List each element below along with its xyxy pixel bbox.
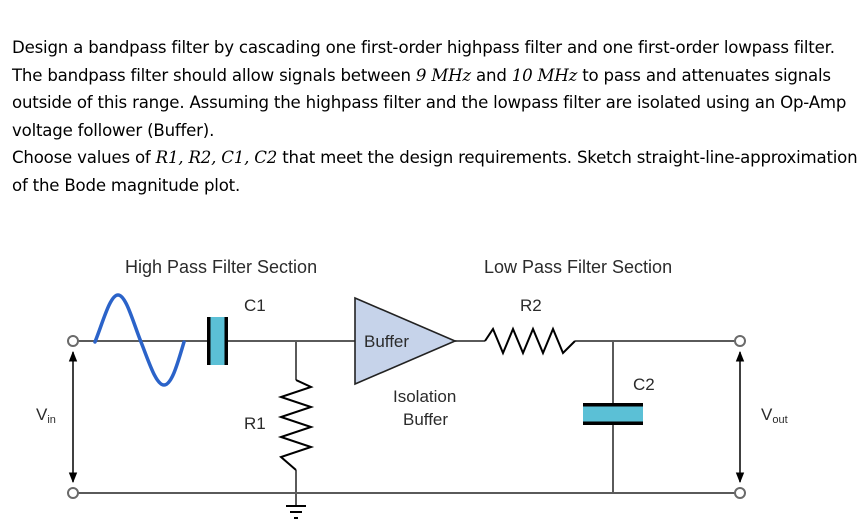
vin-label-main: V (36, 405, 48, 424)
capacitor-c2 (583, 403, 643, 425)
problem-text-2b: that meet the design requirements. Sketc… (12, 148, 858, 195)
vin-label: Vin (36, 405, 56, 426)
vout-label-sub: out (772, 414, 787, 426)
problem-statement: Design a bandpass filter by cascading on… (12, 34, 862, 199)
vout-label: Vout (761, 405, 788, 426)
c1-label: C1 (244, 296, 266, 315)
freq-high: 10 MHz (511, 65, 578, 85)
hp-section-label: High Pass Filter Section (125, 257, 317, 277)
problem-text-1b: and (470, 65, 512, 85)
vout-top-terminal (734, 335, 746, 347)
resistor-r1 (277, 379, 315, 471)
r1-label: R1 (244, 414, 266, 433)
ac-signal-wave-icon (93, 293, 186, 387)
buffer-opamp (354, 296, 458, 386)
isolation-buffer-label-line2: Buffer (403, 410, 448, 429)
vin-label-sub: in (47, 414, 56, 426)
problem-text-1c: to pass and attenuates signals outside o… (12, 65, 847, 140)
problem-text-1a: Design a bandpass filter by cascading on… (12, 38, 835, 85)
bandpass-circuit-diagram: High Pass Filter Section Low Pass Filter… (36, 257, 788, 519)
vin-bottom-terminal (67, 487, 79, 499)
terminals (67, 335, 746, 499)
lp-section-label: Low Pass Filter Section (484, 257, 672, 277)
freq-low: 9 MHz (415, 65, 471, 85)
isolation-buffer-label-line1: Isolation (393, 387, 456, 406)
vin-top-terminal (67, 335, 79, 347)
problem-paragraph-1: Design a bandpass filter by cascading on… (12, 34, 862, 144)
capacitor-c1 (207, 317, 228, 365)
ground-icon (286, 505, 306, 519)
c2-label: C2 (633, 375, 655, 394)
problem-text-2a: Choose values of (12, 148, 156, 167)
buffer-label: Buffer (364, 332, 409, 351)
vout-label-main: V (761, 405, 773, 424)
problem-paragraph-2: Choose values of R1, R2, C1, C2 that mee… (12, 144, 862, 199)
component-list: R1, R2, C1, C2 (155, 148, 278, 167)
vout-bottom-terminal (734, 487, 746, 499)
r2-label: R2 (520, 296, 542, 315)
resistor-r2 (484, 326, 576, 356)
